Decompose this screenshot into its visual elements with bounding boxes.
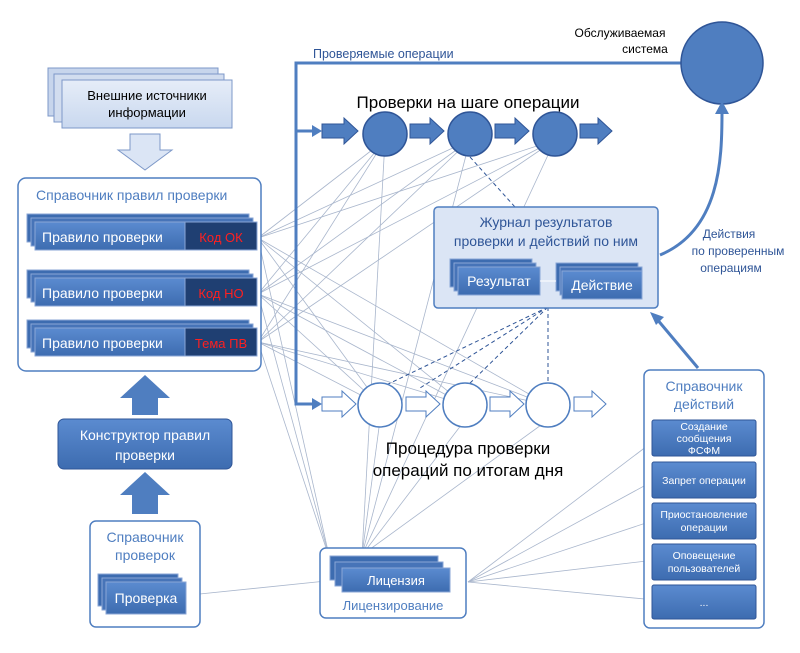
external-sources-line2: информации [108,105,186,120]
actions-label-line2: по проверенным [692,244,785,258]
actions-label-line3: операциям [700,261,762,275]
actions-directory-title-line2: действий [674,396,734,412]
daily-procedure-row [321,382,607,428]
down-arrow-icon [116,133,174,171]
rule-code: Тема ПВ [195,336,247,351]
check-item-label: Проверка [115,590,178,606]
step-checks-row [321,111,613,157]
rule-code: Код ОК [199,230,243,245]
constructor-line2: проверки [115,447,175,463]
journal-line1: Журнал результатов [480,214,613,230]
external-sources: Внешние источники информации [47,67,233,129]
action-item[interactable]: Создание сообщения ФСФМ [651,419,757,457]
rule-label: Правило проверки [42,335,163,351]
rule-item[interactable]: Правило проверки Код ОК [26,213,258,251]
directory-to-journal-arrow [650,312,700,369]
connector-lines [189,139,656,601]
checked-operations-flow: Проверяемые операции [294,47,698,410]
constructor-line1: Конструктор правил [80,427,210,443]
action-item-line2: сообщения [677,433,732,445]
journal-result[interactable]: Результат [449,258,541,296]
rule-code: Код НО [198,286,243,301]
rule-item[interactable]: Правило проверки Тема ПВ [26,319,258,357]
external-sources-line1: Внешние источники [87,88,206,103]
licensing-title: Лицензирование [343,598,444,613]
served-system-line1: Обслуживаемая [575,26,666,40]
action-item-line2: пользователей [668,563,741,575]
licensing: Лицензия Лицензирование [319,547,467,619]
action-item[interactable]: Запрет операции [651,461,757,499]
checks-directory: Справочник проверок Проверка [89,520,201,628]
checks-directory-title-line1: Справочник [107,529,185,545]
license-item[interactable]: Лицензия [329,555,451,593]
action-item[interactable]: ... [651,584,757,620]
journal-line2: проверки и действий по ним [454,233,638,249]
action-item[interactable]: Приостановление операции [651,502,757,540]
rules-directory-title: Справочник правил проверки [36,187,227,203]
actions-directory: Справочник действий Создание сообщения Ф… [643,369,765,629]
rule-label: Правило проверки [42,285,163,301]
action-item-line1: Запрет операции [662,475,746,487]
journal-action[interactable]: Действие [555,262,643,300]
up-arrow-icon [120,375,170,415]
rules-directory: Справочник правил проверки Правило прове… [17,177,262,372]
check-item[interactable]: Проверка [97,573,187,615]
rule-item[interactable]: Правило проверки Код НО [26,269,258,307]
action-item[interactable]: Оповещение пользователей [651,543,757,581]
action-item-line1: ... [700,597,709,609]
up-arrow-icon [120,472,170,514]
served-system: Обслуживаемая система [575,21,764,105]
daily-procedure-line1: Процедура проверки [386,439,550,458]
license-item-label: Лицензия [367,573,425,588]
actions-label-line1: Действия [703,227,756,241]
action-item-line1: Оповещение [673,550,736,562]
checked-operations-label: Проверяемые операции [313,47,454,61]
actions-directory-title-line1: Справочник [666,378,744,394]
checks-directory-title-line2: проверок [115,547,176,563]
action-item-line1: Создание [680,421,728,433]
daily-procedure-line2: операций по итогам дня [373,461,564,480]
step-checks-title: Проверки на шаге операции [357,93,580,112]
rule-label: Правило проверки [42,229,163,245]
action-item-line2: операции [681,522,728,534]
rule-constructor[interactable]: Конструктор правил проверки [57,418,233,470]
journal-dashed-links [379,156,549,389]
actions-curve-arrow: Действия по проверенным операциям [659,101,785,275]
journal-action-label: Действие [571,277,633,293]
results-journal: Журнал результатов проверки и действий п… [433,206,659,309]
served-system-line2: система [622,42,668,56]
action-item-line1: Приостановление [660,509,747,521]
journal-result-label: Результат [467,273,531,289]
action-item-line3: ФСФМ [688,445,720,457]
